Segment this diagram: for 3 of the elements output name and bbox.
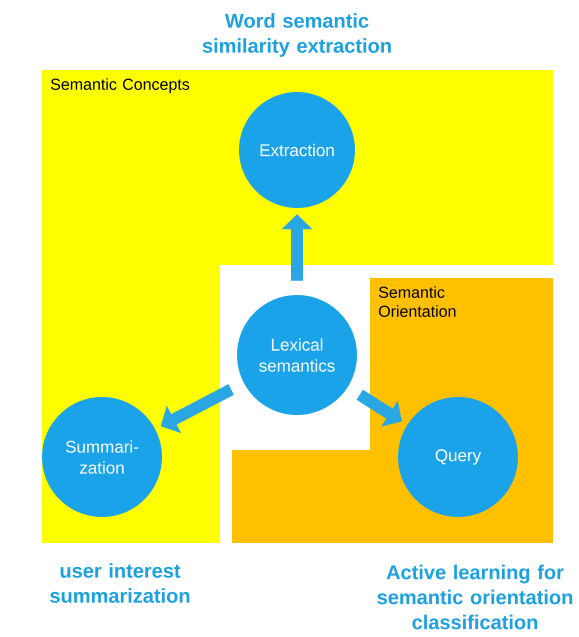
heading: Word semantic similarity extraction	[202, 13, 391, 57]
heading: Active learning for semantic orientation classification	[377, 564, 572, 630]
heading: user interest summarization	[50, 563, 190, 603]
